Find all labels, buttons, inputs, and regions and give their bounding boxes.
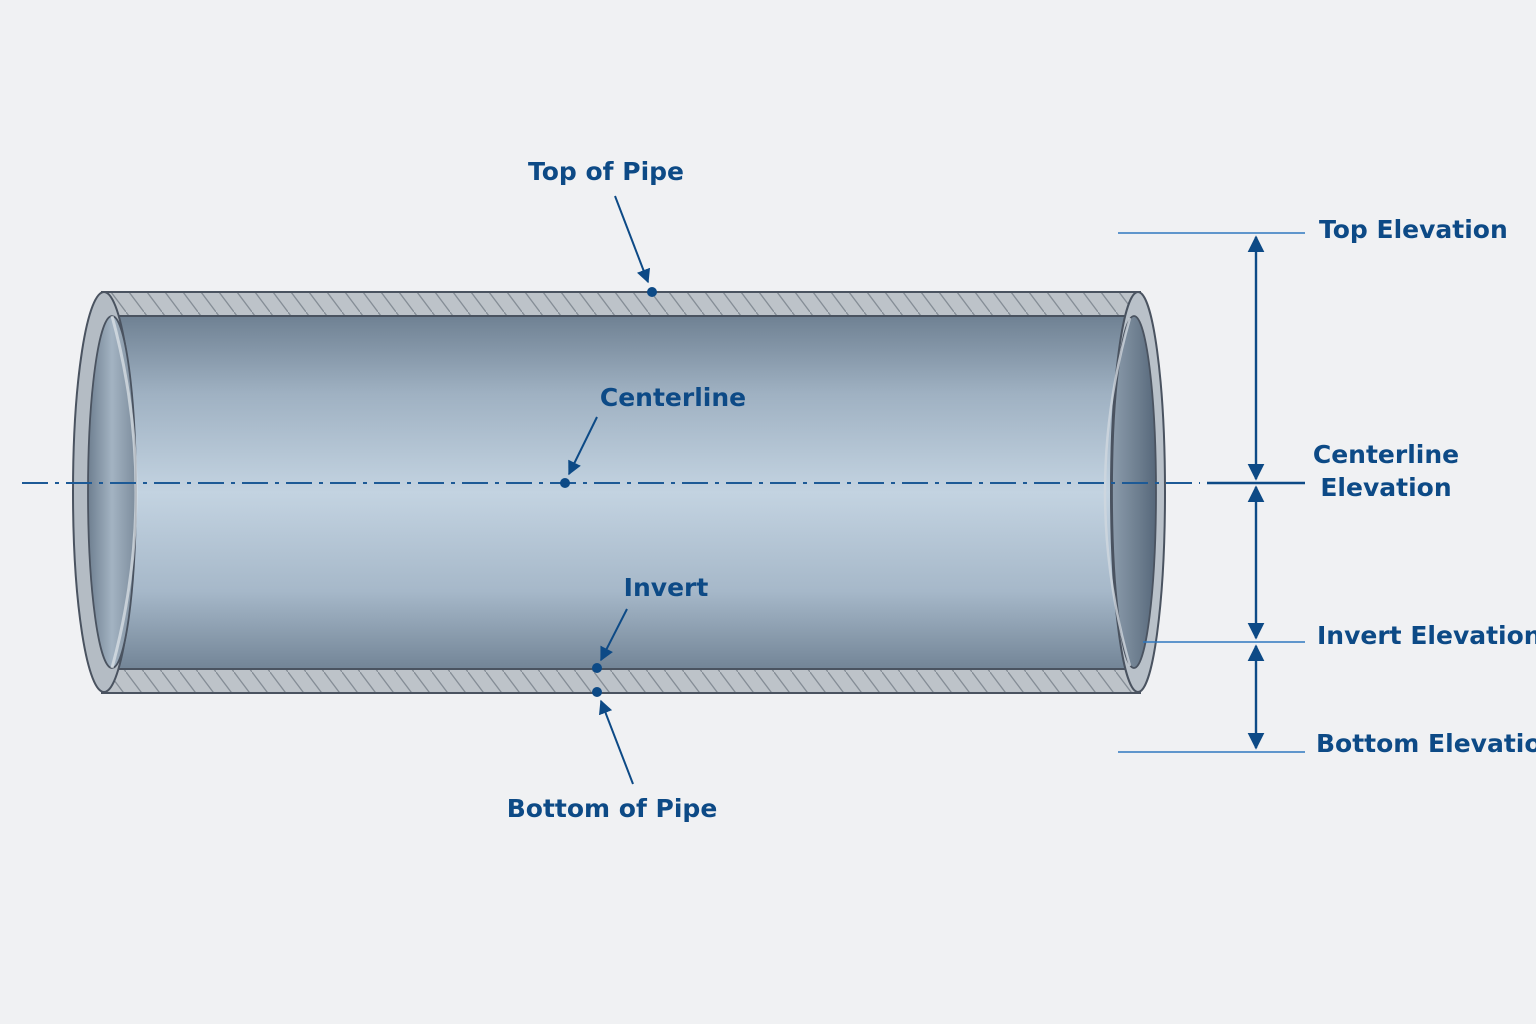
invert-leader bbox=[600, 608, 628, 662]
invert-elevation-label: Invert Elevation bbox=[1317, 621, 1536, 650]
bottom-of-pipe-leader bbox=[599, 699, 634, 785]
pipe bbox=[72, 291, 1166, 694]
bottom-of-pipe-dot bbox=[592, 687, 602, 697]
top-of-pipe-label: Top of Pipe bbox=[528, 157, 684, 186]
invert-label: Invert bbox=[624, 573, 709, 602]
centerline-leader bbox=[568, 416, 598, 476]
top-of-pipe-leader bbox=[614, 195, 651, 284]
invert-dot bbox=[592, 663, 602, 673]
leaders bbox=[560, 195, 657, 785]
elevation-reference-lines bbox=[1118, 232, 1305, 753]
bottom-elevation-label: Bottom Elevation bbox=[1316, 729, 1536, 758]
bottom-of-pipe-label: Bottom of Pipe bbox=[507, 794, 718, 823]
pipe-right-end-opening bbox=[1111, 315, 1157, 669]
labels: Top of Pipe Centerline Invert Bottom of … bbox=[507, 157, 1536, 823]
centerline-elevation-label-line2: Elevation bbox=[1320, 473, 1451, 502]
pipe-bottom-wall bbox=[101, 668, 1141, 694]
top-of-pipe-dot bbox=[647, 287, 657, 297]
centerline-elevation-label-line1: Centerline bbox=[1313, 440, 1459, 469]
top-elevation-label: Top Elevation bbox=[1319, 215, 1508, 244]
pipe-left-end-opening bbox=[87, 315, 137, 669]
pipe-bore bbox=[102, 316, 1140, 669]
pipe-left-end-highlight bbox=[110, 315, 138, 669]
centerline-dot bbox=[560, 478, 570, 488]
centerline-label: Centerline bbox=[600, 383, 746, 412]
pipe-top-wall bbox=[101, 291, 1141, 317]
pipe-right-end-highlight bbox=[1103, 317, 1132, 667]
